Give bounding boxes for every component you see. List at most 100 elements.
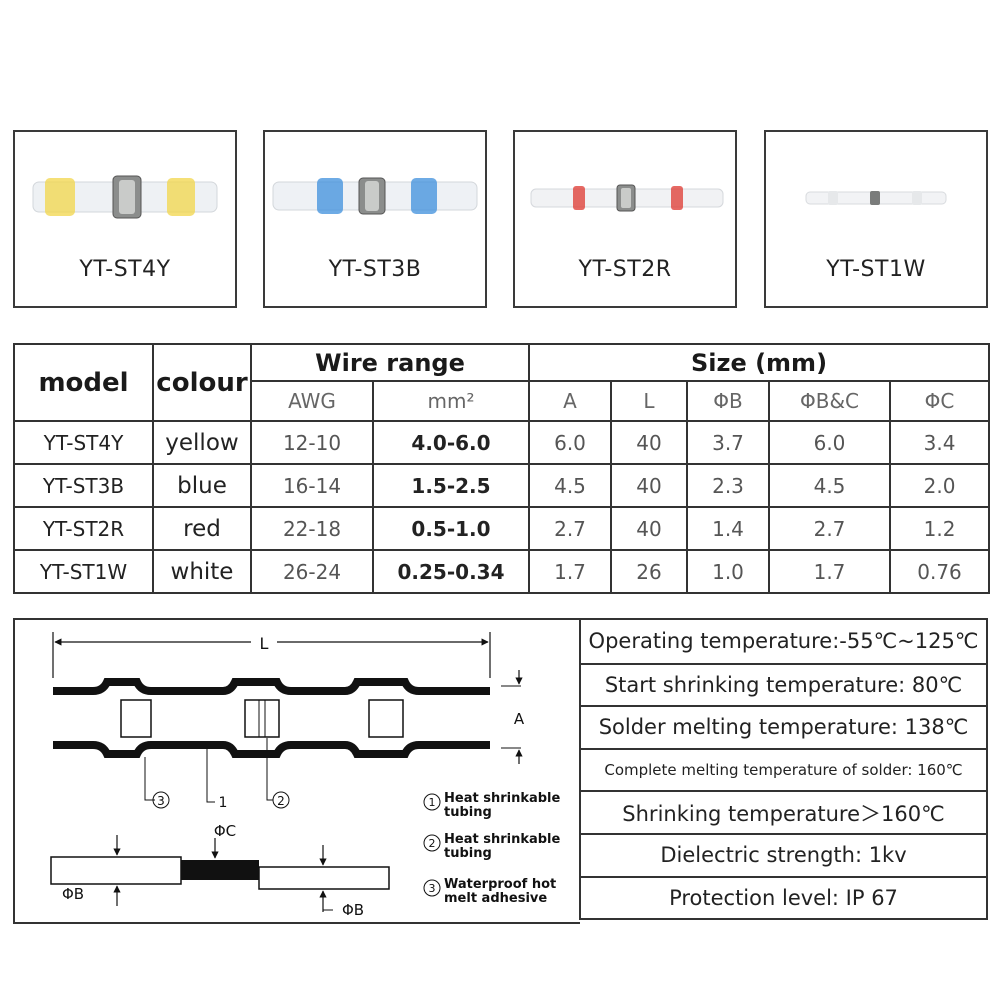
product-card-st3b: YT-ST3B <box>263 130 487 308</box>
cell-a: 4.5 <box>528 463 612 508</box>
technical-diagram: L A 3 1 2 1 Heat shrinkable tubing 2 Hea… <box>13 618 580 924</box>
legend-3-marker <box>423 879 441 897</box>
legend-2-marker <box>423 834 441 852</box>
cell-model: YT-ST2R <box>13 506 154 551</box>
cell-a: 6.0 <box>528 420 612 465</box>
cell-model: YT-ST4Y <box>13 420 154 465</box>
cell-model: YT-ST1W <box>13 549 154 594</box>
callout-2-label: 2 <box>277 794 285 808</box>
tube-outline-top <box>53 678 490 695</box>
connector-image <box>766 166 986 226</box>
product-label: YT-ST1W <box>826 257 926 282</box>
cell-a: 1.7 <box>528 549 612 594</box>
cell-phibc: 1.7 <box>768 549 891 594</box>
phi-b-right-label: ΦB <box>342 901 364 919</box>
cell-l: 40 <box>610 420 688 465</box>
product-card-st4y: YT-ST4Y <box>13 130 237 308</box>
phi-b-left-label: ΦB <box>62 885 84 903</box>
header-mm2: mm² <box>372 380 530 422</box>
table-row: YT-ST1W white 26-24 0.25-0.34 1.7 26 1.0… <box>13 549 991 594</box>
callout-2-marker <box>272 791 290 809</box>
product-label: YT-ST3B <box>328 257 422 282</box>
cell-phib: 2.3 <box>686 463 770 508</box>
ring-left <box>120 699 152 738</box>
header-phib: ΦB <box>686 380 770 422</box>
product-card-st1w: YT-ST1W <box>764 130 988 308</box>
cell-colour: white <box>152 549 252 594</box>
connector-image <box>265 166 485 226</box>
cell-colour: red <box>152 506 252 551</box>
section-tube-right <box>258 866 390 890</box>
legend-3-line2: melt adhesive <box>444 891 547 906</box>
cell-a: 2.7 <box>528 506 612 551</box>
cell-mm2: 1.5-2.5 <box>372 463 530 508</box>
header-phic: ΦC <box>888 380 991 422</box>
cell-phib: 1.0 <box>686 549 770 594</box>
cell-phic: 0.76 <box>888 549 991 594</box>
cell-phib: 1.4 <box>686 506 770 551</box>
header-wire-range: Wire range <box>250 343 530 382</box>
legend-2-num: 2 <box>429 837 436 850</box>
cell-phibc: 4.5 <box>768 463 891 508</box>
ring-right <box>368 699 404 738</box>
cell-awg: 16-14 <box>250 463 374 508</box>
cell-phic: 1.2 <box>888 506 991 551</box>
property-protection-level: Protection level: IP 67 <box>581 875 986 919</box>
callout-3-marker <box>152 791 170 809</box>
section-tube-left <box>50 856 182 885</box>
property-start-shrinking-temp: Start shrinking temperature: 80℃ <box>581 662 986 706</box>
legend-1-line1: Heat shrinkable <box>444 791 561 806</box>
dim-l-label: L <box>260 634 269 653</box>
cell-awg: 26-24 <box>250 549 374 594</box>
header-a: A <box>528 380 612 422</box>
callout-3-label: 3 <box>157 794 165 808</box>
product-label: YT-ST2R <box>578 257 672 282</box>
header-colour: colour <box>152 343 252 422</box>
callout-1-label: 1 <box>219 795 228 811</box>
legend-3-num: 3 <box>429 882 436 895</box>
cell-mm2: 0.5-1.0 <box>372 506 530 551</box>
tube-outline-bottom <box>53 741 490 758</box>
product-label: YT-ST4Y <box>79 257 171 282</box>
property-shrinking-temp: Shrinking temperature＞160℃ <box>581 790 986 833</box>
header-size: Size (mm) <box>527 343 991 382</box>
property-solder-melting-temp: Solder melting temperature: 138℃ <box>581 705 986 748</box>
legend-3-line1: Waterproof hot <box>444 877 556 892</box>
cell-mm2: 4.0-6.0 <box>372 420 530 465</box>
header-phibc: ΦB&C <box>768 380 891 422</box>
cell-colour: blue <box>152 463 252 508</box>
table-row: YT-ST3B blue 16-14 1.5-2.5 4.5 40 2.3 4.… <box>13 463 991 508</box>
cell-awg: 22-18 <box>250 506 374 551</box>
property-complete-melting-temp: Complete melting temperature of solder: … <box>581 747 986 791</box>
property-dielectric-strength: Dielectric strength: 1kv <box>581 832 986 876</box>
product-card-st2r: YT-ST2R <box>513 130 737 308</box>
cell-phibc: 2.7 <box>768 506 891 551</box>
cell-colour: yellow <box>152 420 252 465</box>
connector-drawing: L A 3 1 2 1 Heat shrinkable tubing 2 Hea… <box>50 632 561 919</box>
header-awg: AWG <box>250 380 374 422</box>
cell-phibc: 6.0 <box>768 420 891 465</box>
cell-l: 40 <box>610 506 688 551</box>
connector-image <box>515 166 735 226</box>
cell-phic: 3.4 <box>888 420 991 465</box>
cell-l: 26 <box>610 549 688 594</box>
cell-mm2: 0.25-0.34 <box>372 549 530 594</box>
solder-sleeve <box>244 699 280 738</box>
cell-awg: 12-10 <box>250 420 374 465</box>
legend-1-marker <box>423 793 441 811</box>
header-l: L <box>610 380 688 422</box>
cell-phib: 3.7 <box>686 420 770 465</box>
table-row: YT-ST4Y yellow 12-10 4.0-6.0 6.0 40 3.7 … <box>13 420 991 465</box>
cell-model: YT-ST3B <box>13 463 154 508</box>
legend-1-num: 1 <box>429 796 436 809</box>
properties-panel: Operating temperature:-55℃~125℃ Start sh… <box>579 618 988 921</box>
connector-image <box>15 166 235 226</box>
legend-1-line2: tubing <box>444 805 492 820</box>
table-row: YT-ST2R red 22-18 0.5-1.0 2.7 40 1.4 2.7… <box>13 506 991 551</box>
legend-2-line1: Heat shrinkable <box>444 832 561 847</box>
header-model: model <box>13 343 154 422</box>
cell-l: 40 <box>610 463 688 508</box>
legend-2-line2: tubing <box>444 846 492 861</box>
dim-a-label: A <box>514 710 525 728</box>
section-solder-ring <box>181 860 259 880</box>
